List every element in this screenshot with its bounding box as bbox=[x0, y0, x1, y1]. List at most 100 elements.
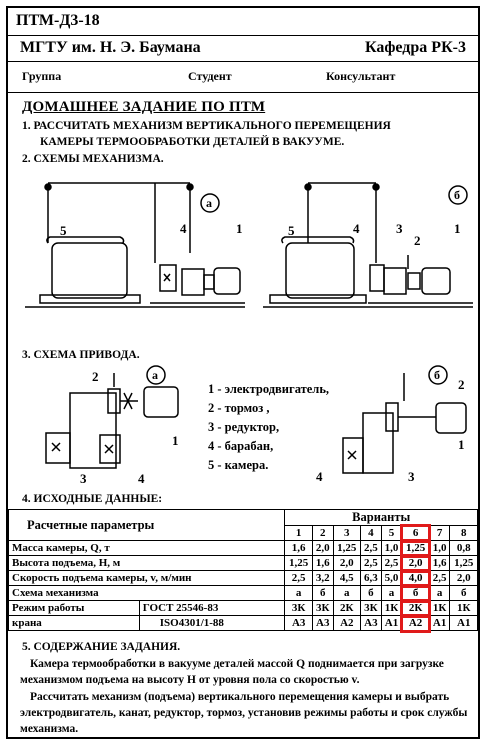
mechanism-scheme-a: а 5 4 1 bbox=[25, 182, 245, 308]
divider bbox=[8, 35, 478, 36]
param-label: Скорость подъема камеры, v, м/мин bbox=[7, 570, 286, 586]
iso-label: ISO4301/1-88 bbox=[138, 615, 286, 631]
drive-label-motor: 1 bbox=[172, 433, 179, 448]
variant-number: 2 bbox=[311, 525, 334, 541]
param-value: 2,0 bbox=[332, 555, 362, 571]
param-value: 1,6 bbox=[284, 540, 313, 556]
param-value: 3,2 bbox=[311, 570, 334, 586]
param-value: 1,0 bbox=[380, 540, 403, 556]
legend: 1 - электродвигатель, 2 - тормоз , 3 - р… bbox=[208, 380, 329, 475]
department-name: Кафедра РК-3 bbox=[364, 39, 466, 56]
drive-label-motor: 1 bbox=[458, 437, 465, 452]
param-value: 1,6 bbox=[311, 555, 334, 571]
consultant-label: Консультант bbox=[326, 69, 396, 83]
gost-value: 1К bbox=[380, 600, 403, 616]
param-value: 2,5 bbox=[428, 570, 451, 586]
initial-data-heading: 4. ИСХОДНЫЕ ДАННЫЕ: bbox=[22, 493, 163, 505]
legend-item: 5 - камера. bbox=[208, 458, 269, 472]
label-motor: 1 bbox=[236, 221, 243, 236]
mode-label-2: крана bbox=[8, 615, 140, 631]
label-brake: 2 bbox=[414, 233, 421, 248]
gost-value: 2К bbox=[332, 600, 362, 616]
drive-label-brake: 2 bbox=[458, 377, 465, 392]
iso-value: А1 bbox=[380, 615, 403, 631]
iso-value: А1 bbox=[428, 615, 451, 631]
label-camera: 5 bbox=[288, 223, 295, 238]
task-paragraph-2: Рассчитать механизм (подъема) вертикальн… bbox=[20, 691, 468, 735]
iso-value: А2 bbox=[332, 615, 362, 631]
iso-value: А1 bbox=[449, 615, 478, 631]
drive-scheme-b: б 2 1 3 4 bbox=[316, 365, 467, 484]
param-value: 6,3 bbox=[360, 570, 382, 586]
gost-value: 3К bbox=[311, 600, 334, 616]
variant-number: 5 bbox=[380, 525, 403, 541]
param-value: 2,5 bbox=[284, 570, 313, 586]
param-value: б bbox=[311, 585, 334, 601]
mode-label-1: Режим работы bbox=[8, 600, 140, 616]
scheme-a-label: а bbox=[206, 196, 212, 210]
student-label: Студент bbox=[188, 69, 232, 83]
param-value: 5,0 bbox=[380, 570, 403, 586]
param-value: 2,0 bbox=[311, 540, 334, 556]
param-value-highlighted: 2,0 bbox=[399, 553, 432, 573]
param-value: а bbox=[284, 585, 313, 601]
param-value: 2,0 bbox=[449, 570, 478, 586]
param-value: 0,8 bbox=[449, 540, 478, 556]
gost-value: 1К bbox=[428, 600, 451, 616]
variant-number: 8 bbox=[449, 525, 478, 541]
drive-label-drum: 4 bbox=[138, 471, 145, 486]
label-camera: 5 bbox=[60, 223, 67, 238]
scheme-b-label: б bbox=[454, 188, 460, 202]
param-value: б bbox=[360, 585, 382, 601]
variant-number-highlighted: 6 bbox=[399, 523, 432, 543]
task-line-2: КАМЕРЫ ТЕРМООБРАБОТКИ ДЕТАЛЕЙ В ВАКУУМЕ. bbox=[40, 136, 345, 148]
document-code: ПТМ-Д3-18 bbox=[16, 12, 100, 29]
variant-number: 1 bbox=[284, 525, 313, 541]
group-label: Группа bbox=[22, 69, 62, 83]
divider bbox=[8, 61, 478, 62]
assignment-sheet: ПТМ-Д3-18 МГТУ им. Н. Э. Баумана Кафедра… bbox=[6, 6, 480, 739]
legend-item: 1 - электродвигатель, bbox=[208, 382, 330, 396]
gost-value: 1К bbox=[449, 600, 478, 616]
drive-scheme-a: а 2 1 3 4 bbox=[45, 365, 179, 486]
page-title: ДОМАШНЕЕ ЗАДАНИЕ ПО ПТМ bbox=[22, 99, 266, 115]
divider bbox=[8, 92, 478, 93]
gost-value: 3К bbox=[284, 600, 313, 616]
param-label: Масса камеры, Q, т bbox=[7, 540, 286, 556]
variant-number: 3 bbox=[332, 525, 362, 541]
label-drum: 4 bbox=[180, 221, 187, 236]
param-value: 1,25 bbox=[332, 540, 362, 556]
param-value: 4,5 bbox=[332, 570, 362, 586]
drive-b-label: б bbox=[434, 368, 440, 382]
legend-item: 3 - редуктор, bbox=[208, 420, 280, 434]
param-value-highlighted: 1,25 bbox=[399, 538, 432, 558]
label-drum: 4 bbox=[353, 221, 360, 236]
mechanism-scheme-b: б 5 4 3 2 1 bbox=[263, 182, 473, 308]
task-content-heading: 5. СОДЕРЖАНИЕ ЗАДАНИЯ. bbox=[22, 641, 181, 653]
university-name: МГТУ им. Н. Э. Баумана bbox=[20, 39, 201, 56]
gost-label: ГОСТ 25546-83 bbox=[138, 600, 286, 616]
variants-header: Варианты bbox=[284, 509, 478, 526]
param-value: 1,0 bbox=[428, 540, 451, 556]
drive-label-reducer: 3 bbox=[80, 471, 87, 486]
param-value: б bbox=[449, 585, 478, 601]
schemes-heading: 2. СХЕМЫ МЕХАНИЗМА. bbox=[22, 153, 164, 165]
iso-value: А3 bbox=[284, 615, 313, 631]
variant-number: 4 bbox=[360, 525, 382, 541]
param-value-highlighted: б bbox=[399, 583, 432, 603]
param-value: 2,5 bbox=[360, 540, 382, 556]
legend-item: 2 - тормоз , bbox=[208, 401, 270, 415]
param-value: а bbox=[380, 585, 403, 601]
param-label: Схема механизма bbox=[7, 585, 286, 601]
param-value: а bbox=[332, 585, 362, 601]
iso-value-highlighted: А2 bbox=[399, 613, 432, 633]
drive-label-brake: 2 bbox=[92, 369, 99, 384]
drive-a-label: а bbox=[152, 368, 158, 382]
label-motor: 1 bbox=[454, 221, 461, 236]
iso-value: А3 bbox=[311, 615, 334, 631]
drive-label-drum: 4 bbox=[316, 469, 323, 484]
